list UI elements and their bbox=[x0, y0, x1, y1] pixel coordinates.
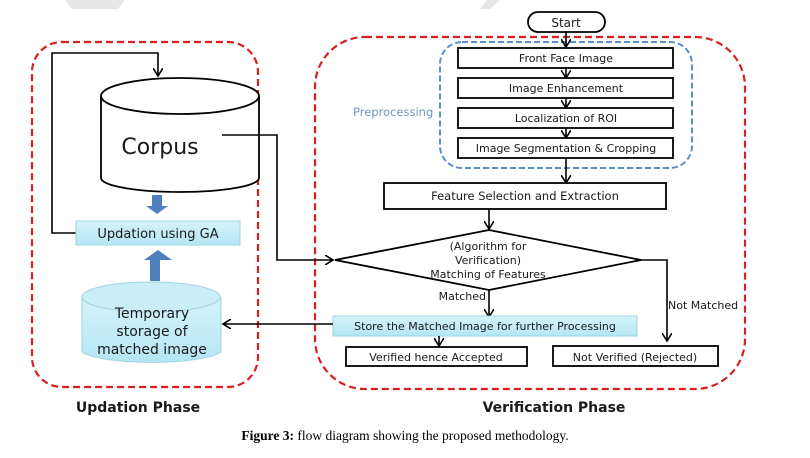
decision-line-2: Verification) bbox=[455, 254, 521, 267]
start-label: Start bbox=[551, 16, 581, 30]
not-matched-label: Not Matched bbox=[668, 299, 738, 312]
updation-phase-title: Updation Phase bbox=[76, 400, 200, 416]
step-front-face-image-label: Front Face Image bbox=[519, 52, 613, 65]
feature-selection-label: Feature Selection and Extraction bbox=[431, 189, 619, 203]
up-block-arrow bbox=[144, 250, 172, 281]
store-matched-image-label: Store the Matched Image for further Proc… bbox=[354, 320, 616, 333]
down-block-arrow bbox=[146, 195, 168, 214]
decision-line-1: (Algorithm for bbox=[450, 240, 527, 253]
not-verified-rejected-label: Not Verified (Rejected) bbox=[573, 351, 697, 364]
temp-storage-line-3: matched image bbox=[97, 342, 207, 358]
feature-selection-box bbox=[383, 182, 667, 210]
temp-storage-line-1: Temporary bbox=[114, 306, 189, 322]
verification-phase-title: Verification Phase bbox=[483, 400, 626, 416]
updation-using-ga-label: Updation using GA bbox=[97, 227, 218, 242]
matched-label: Matched bbox=[439, 290, 486, 303]
figure-caption: Figure 3: flow diagram showing the propo… bbox=[0, 428, 810, 444]
store-matched-image-box bbox=[332, 315, 638, 337]
not-matched-connector bbox=[641, 259, 667, 341]
caption-text: flow diagram showing the proposed method… bbox=[293, 428, 569, 443]
verified-accepted-label: Verified hence Accepted bbox=[369, 351, 502, 364]
watermark-fragment bbox=[65, 0, 125, 9]
step-segmentation-cropping-label: Image Segmentation & Cropping bbox=[476, 142, 657, 155]
temp-storage-line-2: storage of bbox=[116, 324, 188, 340]
preprocessing-label: Preprocessing bbox=[353, 105, 433, 119]
temporary-storage-database bbox=[81, 281, 222, 363]
updation-phase-container bbox=[30, 40, 260, 389]
verification-phase-container bbox=[313, 35, 747, 391]
updation-using-ga-box bbox=[75, 220, 241, 246]
verified-accepted-box bbox=[345, 346, 528, 367]
corpus-database bbox=[100, 77, 260, 193]
caption-label: Figure 3: bbox=[241, 428, 294, 443]
decision-line-3: Matching of Features bbox=[430, 268, 546, 281]
not-verified-rejected-box bbox=[552, 345, 719, 367]
corpus-to-decision-connector bbox=[222, 134, 333, 260]
watermark-fragment bbox=[480, 0, 500, 9]
step-image-enhancement-label: Image Enhancement bbox=[509, 82, 624, 95]
step-localization-roi-label: Localization of ROI bbox=[515, 112, 617, 125]
corpus-label: Corpus bbox=[121, 135, 198, 160]
feedback-connector bbox=[51, 52, 158, 234]
